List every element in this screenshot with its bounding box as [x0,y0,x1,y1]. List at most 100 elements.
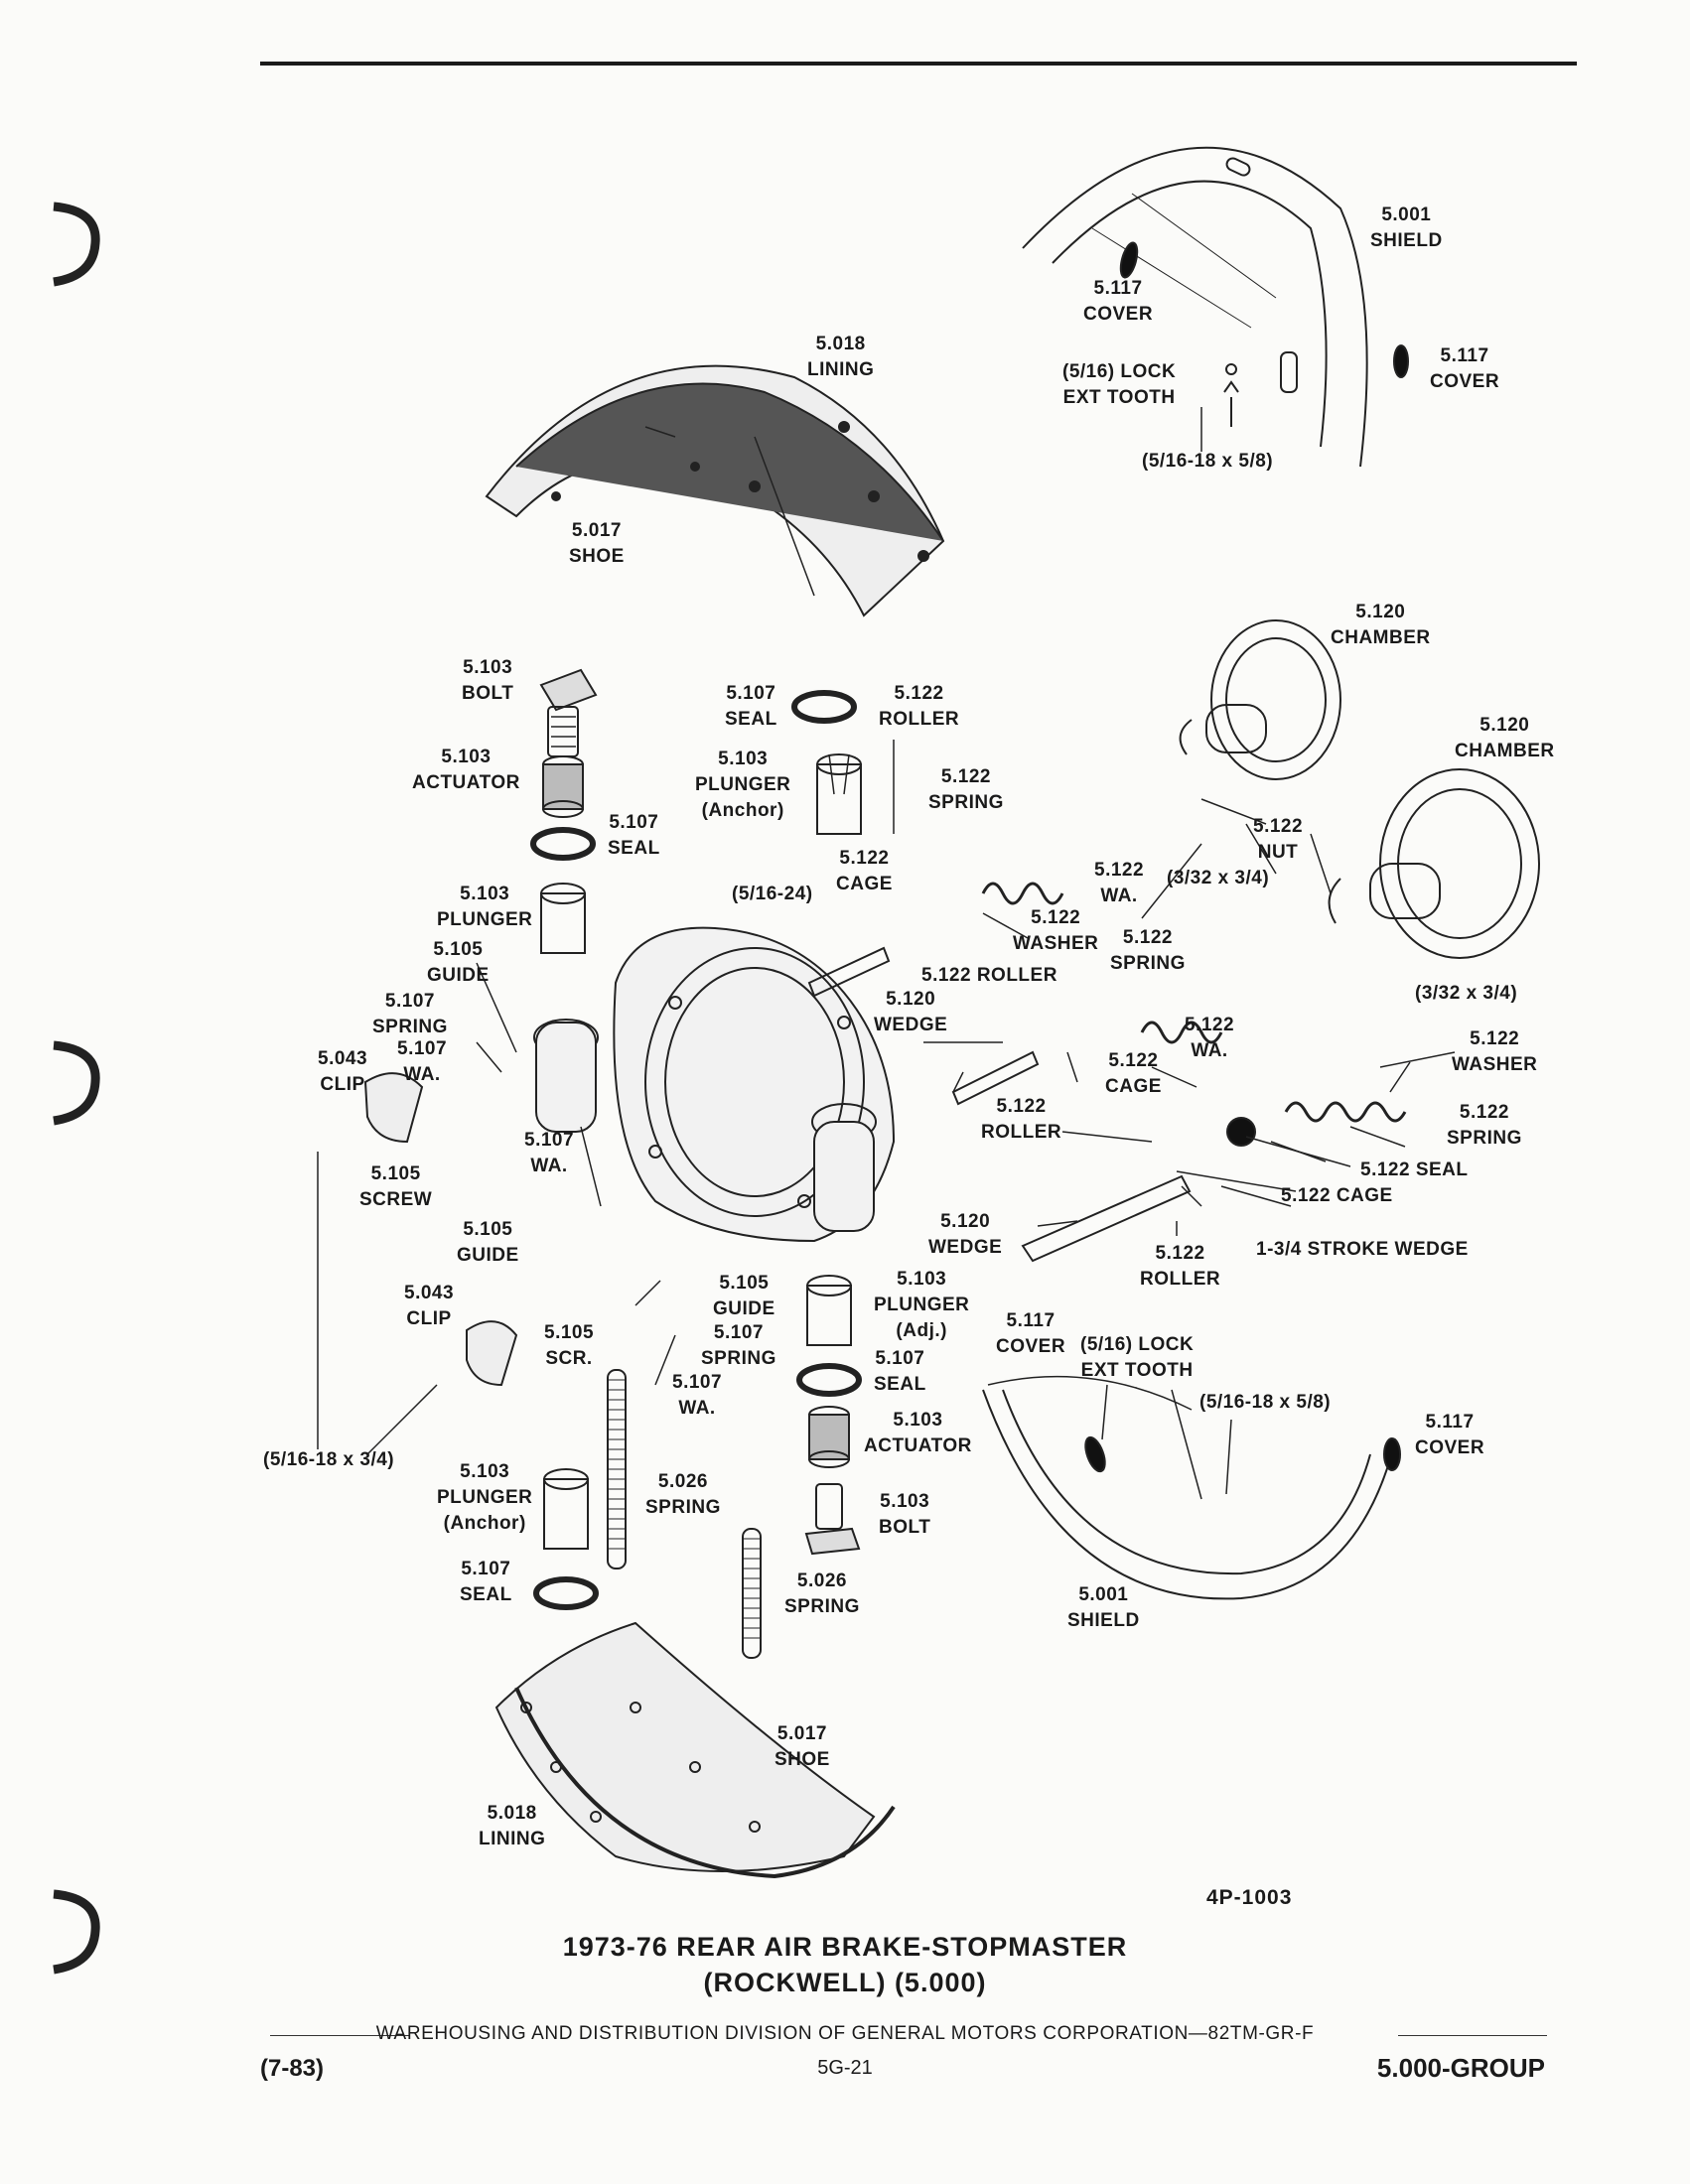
label-wa-center: 5.122 WA. [1094,860,1145,906]
bolt-lower-drawing [804,1483,861,1556]
plunger-anchor-lower-drawing [543,1468,589,1550]
caption-line-1: 1973-76 REAR AIR BRAKE-STOPMASTER [562,1932,1128,1962]
wedge-upper-drawing [807,946,1040,1106]
label-cage-far-right: 5.122 CAGE [1281,1185,1393,1206]
cover-top-right-drawing [1393,344,1409,378]
label-pin-size-right: (3/32 x 3/4) [1415,983,1518,1004]
label-nut-size: (5/16-24) [732,884,813,904]
label-wedge-lower: 5.120 WEDGE [928,1211,1003,1258]
label-stroke-wedge: 1-3/4 STROKE WEDGE [1256,1239,1469,1260]
label-guide-left-top: 5.105 GUIDE [427,939,490,986]
brake-spider-drawing [533,926,896,1243]
label-wa-left-b: 5.107 WA. [524,1130,575,1176]
footer-publisher: WAREHOUSING AND DISTRIBUTION DIVISION OF… [375,2023,1315,2044]
label-plunger-left: 5.103 PLUNGER [437,884,533,930]
label-roller-right: 5.122 ROLLER [981,1096,1062,1143]
label-chamber-lower: 5.120 CHAMBER [1455,715,1555,761]
label-shield-lower: 5.001 SHIELD [1067,1584,1140,1631]
caption-line-2: (ROCKWELL) (5.000) [703,1968,987,1997]
label-spring-026-b: 5.026 SPRING [784,1570,860,1617]
label-scr-lower: 5.105 SCR. [544,1322,595,1369]
cover-top-left-drawing [1119,241,1139,279]
cover-lower-left-drawing [1084,1435,1106,1473]
chamber-upper-drawing [1179,619,1341,780]
label-lining-lower: 5.018 LINING [479,1803,546,1849]
label-bolt-size-left: (5/16-18 x 3/4) [263,1449,395,1470]
label-spring-far-right: 5.122 SPRING [1447,1102,1522,1149]
footer-date: (7-83) [260,2055,325,2082]
shield-top-drawing [1022,146,1368,468]
plunger-left-drawing [540,883,586,954]
binder-hole-bottom [53,1889,100,1975]
figure-id: 4P-1003 [1206,1886,1293,1909]
header-rule [260,62,1577,66]
label-plunger-adj: 5.103 PLUNGER (Adj.) [874,1269,970,1341]
label-seal-lower-center: 5.107 SEAL [874,1348,926,1395]
footer-rule-left [270,2035,409,2036]
label-roller-center: 5.122 ROLLER [879,683,960,730]
label-cage-center: 5.122 CAGE [836,848,893,894]
label-cage-right: 5.122 CAGE [1105,1050,1162,1097]
bolt-left-drawing [539,668,598,757]
label-lock-top: (5/16) LOCK EXT TOOTH [1062,361,1177,408]
label-shoe-top: 5.017 SHOE [569,520,625,567]
label-seal-left: 5.107 SEAL [608,812,660,859]
label-plunger-anchor-top: 5.103 PLUNGER (Anchor) [695,749,791,821]
label-spring-026-a: 5.026 SPRING [645,1471,721,1518]
plunger-adj-drawing [806,1275,852,1346]
label-wa-right: 5.122 WA. [1185,1015,1235,1061]
label-spring-left: 5.107 SPRING [372,991,448,1037]
shield-lower-drawing [982,1375,1391,1600]
label-wa-left-a: 5.107 WA. [397,1038,448,1085]
label-bolt-left: 5.103 BOLT [462,657,514,704]
seal-lower-center-drawing [796,1363,862,1397]
wedge-lower-drawing [1021,1174,1192,1263]
seal-left-drawing [530,827,596,861]
label-clip-lower: 5.043 CLIP [404,1283,455,1329]
clip-lower-drawing [466,1320,518,1387]
label-roller-wedge-upper: 5.122 ROLLER [921,965,1057,986]
label-spring-lower: 5.107 SPRING [701,1322,776,1369]
label-actuator-left: 5.103 ACTUATOR [412,747,520,793]
label-pin-size-upper: (3/32 x 3/4) [1167,868,1270,888]
binder-hole-top [53,202,100,287]
label-chamber-upper: 5.120 CHAMBER [1331,602,1431,648]
label-seal-lower-left: 5.107 SEAL [460,1559,512,1605]
label-cover-lower-right: 5.117 COVER [1415,1412,1485,1458]
binder-hole-middle [53,1040,100,1126]
actuator-left-drawing [542,755,584,818]
spring-center-drawing [981,882,1064,905]
label-spring-center: 5.122 SPRING [928,766,1004,813]
footer-rule-right [1398,2035,1547,2036]
shoe-top-drawing [485,364,945,617]
label-cover-lower-left: 5.117 COVER [996,1310,1066,1357]
label-seal-center: 5.107 SEAL [725,683,777,730]
label-lining-top: 5.018 LINING [807,334,875,380]
label-seal-far-right: 5.122 SEAL [1360,1160,1469,1180]
label-guide-left-bottom: 5.105 GUIDE [457,1219,519,1266]
label-shield-top: 5.001 SHIELD [1370,205,1443,251]
clip-upper-drawing [363,1072,424,1144]
label-screw-left: 5.105 SCREW [359,1163,433,1210]
cover-lower-right-drawing [1383,1437,1401,1471]
label-cover-top-left: 5.117 COVER [1083,278,1154,325]
label-spring-right: 5.122 SPRING [1110,927,1186,974]
label-washer-center: 5.122 WASHER [1013,907,1099,954]
leader-lines [366,407,1456,1500]
label-bolt-lower: 5.103 BOLT [879,1491,931,1538]
bolt-top-drawing [1223,363,1239,427]
footer-page-number: 5G-21 [817,2057,873,2079]
label-clip-upper: 5.043 CLIP [318,1048,368,1095]
label-cover-top-right: 5.117 COVER [1430,345,1500,392]
footer-group: 5.000-GROUP [1376,2053,1545,2083]
label-bolt-size-lower: (5/16-18 x 5/8) [1199,1392,1332,1413]
seal-center-drawing [791,690,857,724]
label-guide-lower: 5.105 GUIDE [713,1273,775,1319]
shoe-lower-drawing [494,1621,896,1879]
spring-026-b-drawing [742,1528,762,1659]
actuator-lower-drawing [808,1406,850,1468]
label-lock-lower: (5/16) LOCK EXT TOOTH [1080,1334,1195,1381]
label-wedge-upper: 5.120 WEDGE [874,989,948,1035]
